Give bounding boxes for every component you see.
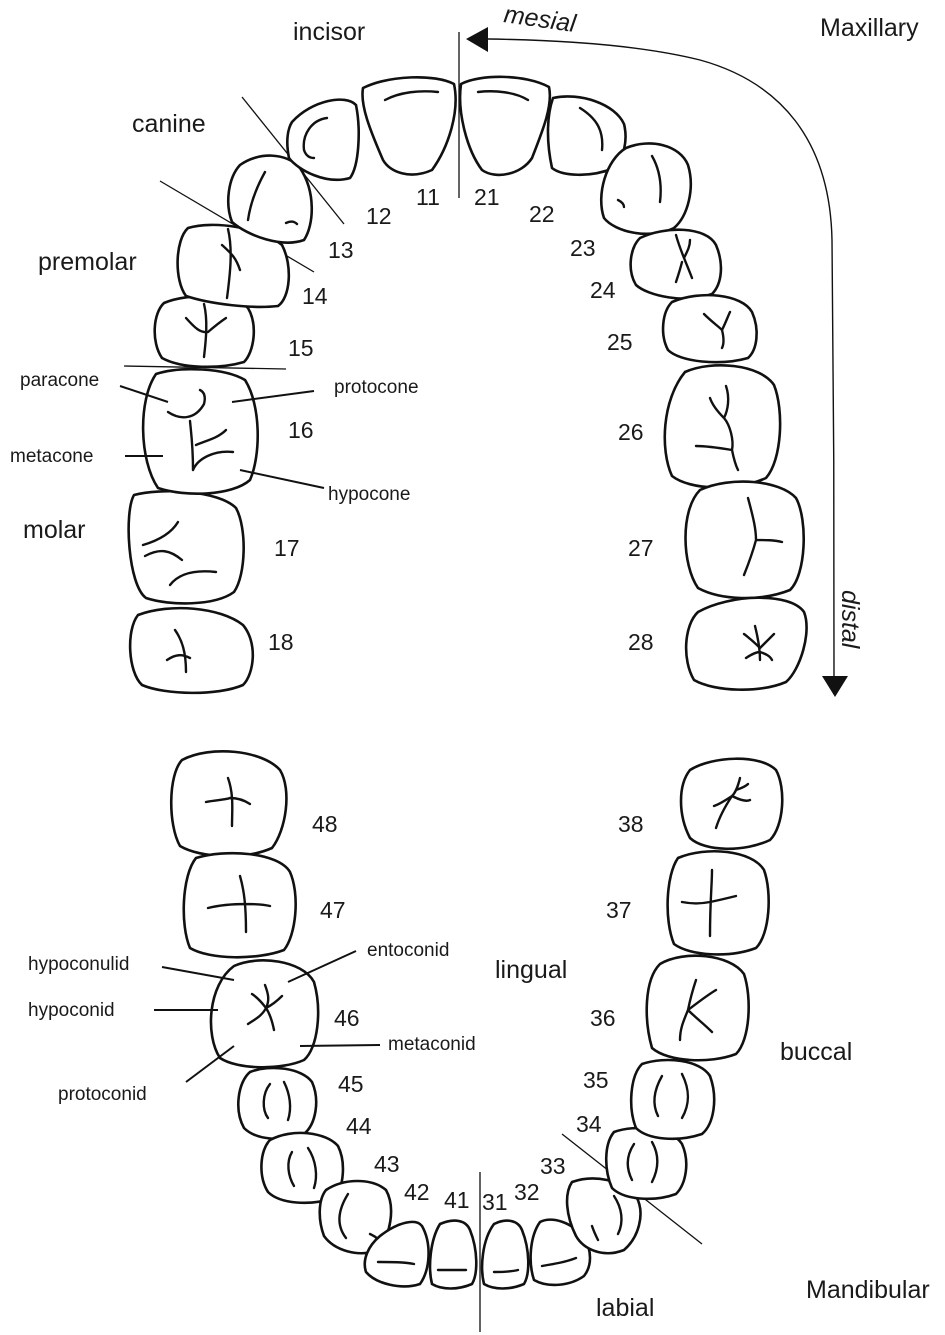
tooth-11 xyxy=(362,77,455,174)
protoconid-leader xyxy=(186,1046,234,1082)
tooth-number-25: 25 xyxy=(607,329,633,355)
tooth-18 xyxy=(130,608,253,693)
tooth-21 xyxy=(460,77,550,175)
mesial-arrowhead xyxy=(466,27,488,52)
metaconid-label: metaconid xyxy=(388,1034,476,1055)
buccal-label: buccal xyxy=(780,1038,852,1066)
tooth-number-46: 46 xyxy=(334,1005,360,1031)
tooth-number-16: 16 xyxy=(288,417,314,443)
tooth-27 xyxy=(686,482,804,598)
tooth-number-15: 15 xyxy=(288,335,314,361)
tooth-number-44: 44 xyxy=(346,1113,372,1139)
tooth-number-24: 24 xyxy=(590,277,616,303)
tooth-38 xyxy=(681,759,782,849)
tooth-26 xyxy=(665,365,780,487)
tooth-35 xyxy=(631,1060,714,1139)
tooth-number-12: 12 xyxy=(366,203,392,229)
paracone-label: paracone xyxy=(20,370,99,391)
tooth-48 xyxy=(171,751,286,856)
metaconid-leader xyxy=(300,1045,380,1046)
tooth-12 xyxy=(287,100,358,180)
entoconid-label: entoconid xyxy=(367,940,449,961)
molar-label: molar xyxy=(23,516,86,544)
labial-label: labial xyxy=(596,1294,654,1322)
protocone-label: protocone xyxy=(334,377,419,398)
tooth-number-13: 13 xyxy=(328,237,354,263)
lingual-label: lingual xyxy=(495,956,567,984)
tooth-31 xyxy=(482,1221,528,1289)
hypocone-label: hypocone xyxy=(328,484,410,505)
tooth-number-23: 23 xyxy=(570,235,596,261)
tooth-number-41: 41 xyxy=(444,1187,470,1213)
tooth-number-17: 17 xyxy=(274,535,300,561)
tooth-number-47: 47 xyxy=(320,897,346,923)
tooth-number-32: 32 xyxy=(514,1179,540,1205)
canine-label: canine xyxy=(132,110,206,138)
tooth-23 xyxy=(601,143,691,233)
tooth-number-31: 31 xyxy=(482,1189,508,1215)
tooth-number-21: 21 xyxy=(474,184,500,210)
tooth-number-42: 42 xyxy=(404,1179,430,1205)
tooth-number-45: 45 xyxy=(338,1071,364,1097)
hypocone-leader xyxy=(240,470,324,488)
tooth-number-22: 22 xyxy=(529,201,555,227)
tooth-number-34: 34 xyxy=(576,1111,602,1137)
tooth-number-27: 27 xyxy=(628,535,654,561)
tooth-number-33: 33 xyxy=(540,1153,566,1179)
tooth-36 xyxy=(647,956,749,1061)
tooth-25 xyxy=(663,295,757,362)
incisor-label: incisor xyxy=(293,18,365,46)
maxillary-title: Maxillary xyxy=(820,14,919,42)
tooth-number-48: 48 xyxy=(312,811,338,837)
tooth-number-28: 28 xyxy=(628,629,654,655)
tooth-number-18: 18 xyxy=(268,629,294,655)
tooth-41 xyxy=(430,1221,476,1289)
tooth-number-43: 43 xyxy=(374,1151,400,1177)
tooth-number-38: 38 xyxy=(618,811,644,837)
hypoconulid-leader xyxy=(162,967,234,980)
tooth-number-36: 36 xyxy=(590,1005,616,1031)
mesial-label: mesial xyxy=(502,0,579,38)
tooth-number-35: 35 xyxy=(583,1067,609,1093)
hypoconulid-label: hypoconulid xyxy=(28,954,129,975)
premolar-label: premolar xyxy=(38,248,137,276)
tooth-number-37: 37 xyxy=(606,897,632,923)
tooth-number-14: 14 xyxy=(302,283,328,309)
tooth-17 xyxy=(129,491,244,603)
hypoconid-label: hypoconid xyxy=(28,1000,115,1021)
metacone-label: metacone xyxy=(10,446,93,467)
tooth-16 xyxy=(143,369,258,493)
tooth-number-26: 26 xyxy=(618,419,644,445)
tooth-45 xyxy=(238,1068,316,1139)
tooth-37 xyxy=(668,851,769,954)
distal-arrowhead xyxy=(822,676,848,697)
distal-label: distal xyxy=(836,590,864,650)
mandibular-title: Mandibular xyxy=(806,1276,930,1304)
tooth-number-11: 11 xyxy=(416,184,440,210)
protoconid-label: protoconid xyxy=(58,1084,147,1105)
tooth-28 xyxy=(686,598,806,690)
tooth-24 xyxy=(631,230,721,299)
tooth-47 xyxy=(184,853,296,957)
